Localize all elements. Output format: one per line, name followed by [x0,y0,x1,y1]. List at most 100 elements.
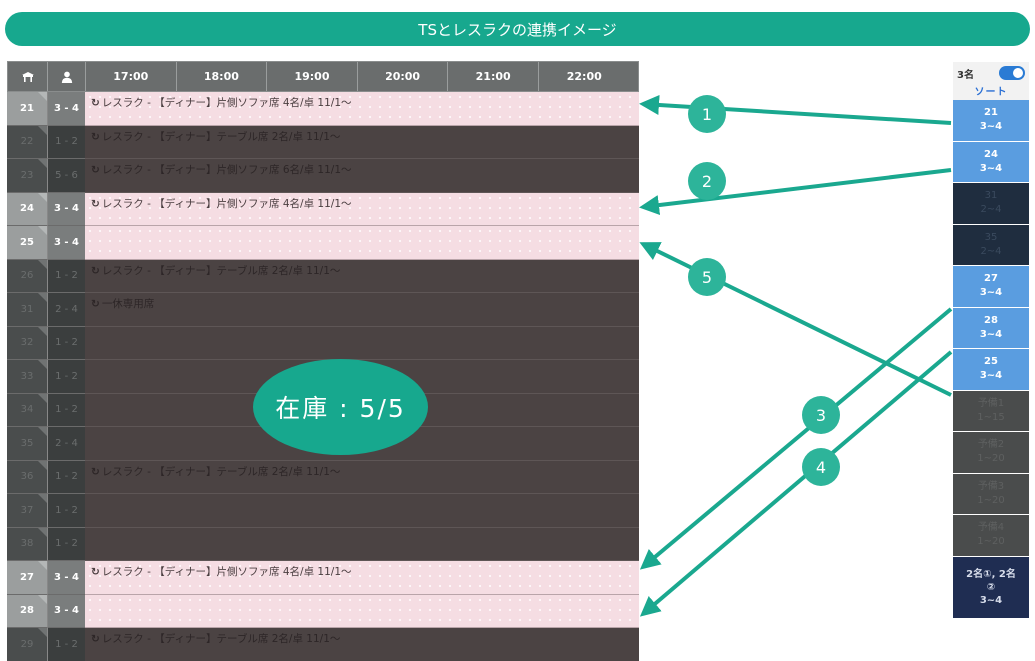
table-capacity: 1 - 2 [47,460,85,494]
sidebar-item-label: 2名①, 2名 [966,568,1016,580]
table-row[interactable]: 22 1 - 2 ↻レスラク - 【ディナー】テーブル席 2名/卓 11/1〜 [7,125,639,159]
table-capacity: 3 - 4 [47,561,85,595]
table-capacity: 1 - 2 [47,125,85,159]
table-number: 38 [7,527,47,561]
sidebar-item-capacity: 1~20 [977,453,1005,465]
sort-toggle[interactable] [999,66,1025,80]
row-timeline[interactable]: ↻レスラク - 【ディナー】テーブル席 2名/卓 11/1〜 [85,125,639,159]
reservation-block[interactable]: ↻レスラク - 【ディナー】片側ソファ席 4名/卓 11/1〜 [91,564,352,579]
table-capacity: 3 - 4 [47,192,85,226]
sidebar-item-capacity: 3~4 [979,328,1003,340]
reservation-block[interactable]: ↻レスラク - 【ディナー】テーブル席 2名/卓 11/1〜 [91,631,340,646]
corner-marker [38,594,47,604]
sync-icon: ↻ [91,633,100,645]
reservation-label: 一休専用席 [101,298,155,310]
sort-label[interactable]: ソート [974,87,1008,98]
table-capacity: 3 - 4 [47,226,85,260]
sidebar-item-label: 予備2 [977,439,1005,451]
row-timeline[interactable]: ↻レスラク - 【ディナー】片側ソファ席 4名/卓 11/1〜 [85,561,639,595]
reservation-block[interactable]: ↻レスラク - 【ディナー】テーブル席 2名/卓 11/1〜 [91,464,340,479]
table-capacity: 1 - 2 [47,393,85,427]
time-header: 17:00 [86,62,177,91]
table-number-text: 25 [20,236,34,248]
reservation-label: レスラク - 【ディナー】テーブル席 2名/卓 11/1〜 [101,465,341,478]
row-timeline[interactable]: ↻レスラク - 【ディナー】片側ソファ席 4名/卓 11/1〜 [85,92,639,126]
reservation-block[interactable]: ↻レスラク - 【ディナー】片側ソファ席 6名/卓 11/1〜 [91,162,352,177]
corner-marker [38,494,47,503]
table-capacity: 2 - 4 [47,293,85,327]
sidebar-item[interactable]: 予備3 1~20 [953,473,1029,515]
row-timeline[interactable]: ↻レスラク - 【ディナー】テーブル席 2名/卓 11/1〜 [85,460,639,494]
table-number: 23 [7,159,47,193]
row-timeline[interactable] [85,594,639,628]
sync-icon: ↻ [91,130,100,143]
reservation-block[interactable]: ↻レスラク - 【ディナー】テーブル席 2名/卓 11/1〜 [91,263,340,278]
row-timeline[interactable]: ↻レスラク - 【ディナー】片側ソファ席 6名/卓 11/1〜 [85,159,639,193]
reservation-block[interactable]: ↻一休専用席 [91,296,154,311]
sidebar-item-combo[interactable]: 2名①, 2名 ② 3~4 [953,556,1029,619]
sidebar-item-label: 予備3 [977,480,1005,492]
row-timeline[interactable]: ↻レスラク - 【ディナー】テーブル席 2名/卓 11/1〜 [85,628,639,661]
table-row[interactable]: 25 3 - 4 [7,226,639,260]
table-number-text: 22 [20,136,34,148]
time-header: 21:00 [448,62,539,91]
row-timeline[interactable]: ↻一休専用席 [85,293,639,327]
sidebar-item-capacity: 1~20 [977,494,1005,506]
table-number: 28 [7,594,47,628]
sidebar-item-label: 35 [984,231,998,243]
sidebar-item-label: 予備1 [977,397,1005,409]
arrow-number-3: 3 [802,396,840,434]
reservation-block[interactable]: ↻レスラク - 【ディナー】片側ソファ席 4名/卓 11/1〜 [91,95,352,110]
row-timeline[interactable]: ↻レスラク - 【ディナー】片側ソファ席 4名/卓 11/1〜 [85,192,639,226]
time-header: 18:00 [177,62,268,91]
row-timeline[interactable] [85,494,639,528]
corner-marker [38,259,47,269]
table-number-text: 35 [20,437,34,449]
row-timeline[interactable] [85,226,639,260]
sync-icon: ↻ [91,465,100,478]
table-row[interactable]: 31 2 - 4 ↻一休専用席 [7,293,639,327]
reservation-block[interactable]: ↻レスラク - 【ディナー】テーブル席 2名/卓 11/1〜 [91,129,340,144]
table-number: 35 [7,427,47,461]
sidebar-item-capacity: 1~20 [977,536,1005,548]
table-number-text: 34 [20,404,34,416]
banner-title: TSとレスラクの連携イメージ [5,12,1030,46]
row-timeline[interactable]: ↻レスラク - 【ディナー】テーブル席 2名/卓 11/1〜 [85,259,639,293]
table-number: 31 [7,293,47,327]
row-timeline[interactable] [85,326,639,360]
table-capacity: 2 - 4 [47,427,85,461]
table-capacity: 3 - 4 [47,92,85,126]
corner-marker [38,628,47,637]
sidebar-item-label: ② [986,581,996,593]
table-number: 27 [7,561,47,595]
sidebar-item[interactable]: 予備2 1~20 [953,432,1029,474]
inventory-badge: 在庫 : 5/5 [253,359,428,455]
corner-marker [38,360,47,369]
corner-marker [38,460,47,470]
sidebar-item-label: 31 [984,190,998,202]
reservation-block[interactable]: ↻レスラク - 【ディナー】片側ソファ席 4名/卓 11/1〜 [91,196,352,211]
table-number-text: 31 [20,303,34,315]
reservation-label: レスラク - 【ディナー】片側ソファ席 6名/卓 11/1〜 [101,164,352,176]
row-timeline[interactable] [85,527,639,561]
